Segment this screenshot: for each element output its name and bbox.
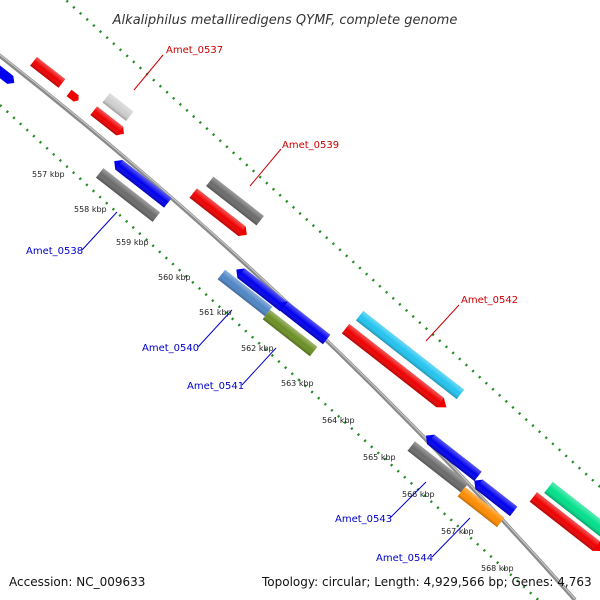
gene-labels: Amet_0537 Amet_0539 Amet_0542 Amet_0538 … <box>26 45 518 564</box>
outer-guide-track <box>63 0 600 489</box>
tick-label: 563 kbp <box>281 379 314 388</box>
gene-label-amet-0542[interactable]: Amet_0542 <box>461 295 518 306</box>
accession-text: Accession: NC_009633 <box>9 575 145 589</box>
topology-text: Topology: circular; Length: 4,929,566 bp… <box>261 575 592 589</box>
gene-label-amet-0541[interactable]: Amet_0541 <box>187 381 244 392</box>
tick-label: 558 kbp <box>74 205 107 214</box>
gene-label-amet-0540[interactable]: Amet_0540 <box>142 343 199 354</box>
gene-label-amet-0537[interactable]: Amet_0537 <box>166 45 223 56</box>
gene-label-amet-0544[interactable]: Amet_0544 <box>376 553 433 564</box>
gene-arrow[interactable] <box>66 89 81 104</box>
tick-label: 565 kbp <box>363 453 396 462</box>
gene-arrow[interactable] <box>0 64 17 87</box>
tick-label: 566 kbp <box>402 490 435 499</box>
tick-label: 557 kbp <box>32 170 65 179</box>
gene-label-amet-0543[interactable]: Amet_0543 <box>335 514 392 525</box>
gene-label-amet-0538[interactable]: Amet_0538 <box>26 246 83 257</box>
gene-label-amet-0539[interactable]: Amet_0539 <box>282 140 339 151</box>
label-leaders <box>81 54 471 558</box>
tick-label: 564 kbp <box>322 416 355 425</box>
tick-label: 562 kbp <box>241 344 274 353</box>
map-title: Alkaliphilus metalliredigens QYMF, compl… <box>112 13 458 28</box>
tick-label: 560 kbp <box>158 273 191 282</box>
gene-blocks <box>0 56 600 552</box>
kbp-ticks: 557 kbp 558 kbp 559 kbp 560 kbp 561 kbp … <box>32 170 514 573</box>
inner-guide-track <box>0 104 541 600</box>
tick-label: 559 kbp <box>116 238 149 247</box>
tick-label: 567 kbp <box>441 527 474 536</box>
tick-label: 568 kbp <box>481 564 514 573</box>
tick-label: 561 kbp <box>199 308 232 317</box>
